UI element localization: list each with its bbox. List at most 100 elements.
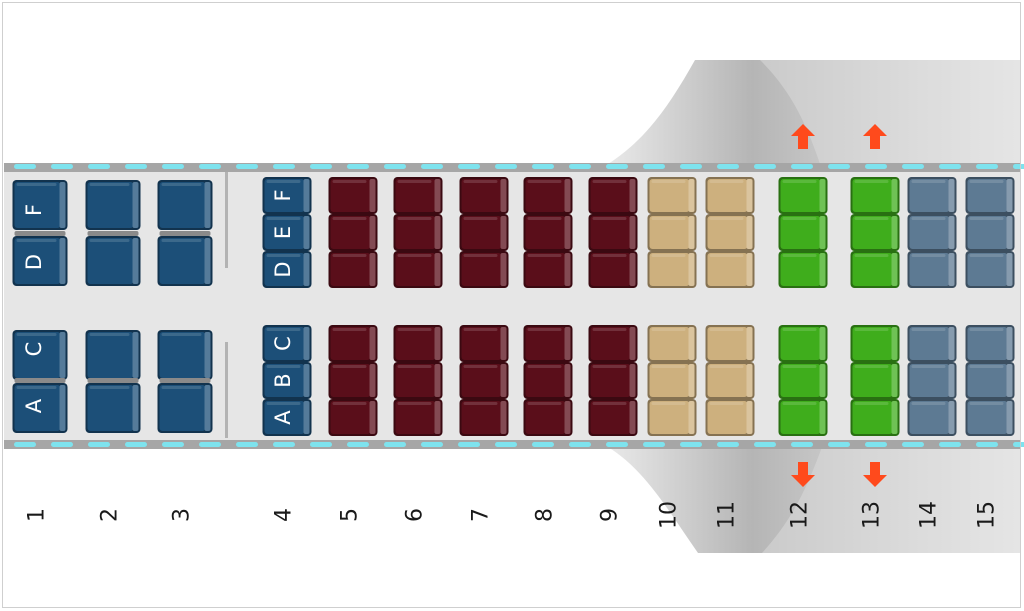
seat-1-C[interactable] <box>12 330 68 380</box>
seat-12-F[interactable] <box>778 177 828 214</box>
seat-15-C[interactable] <box>965 325 1015 362</box>
row-number-label: 15 <box>975 501 1000 529</box>
seat-7-E[interactable] <box>459 214 509 251</box>
seat-6-B[interactable] <box>393 362 443 399</box>
seat-2-C[interactable] <box>85 330 141 380</box>
seat-7-F[interactable] <box>459 177 509 214</box>
seat-7-D[interactable] <box>459 251 509 288</box>
seat-15-B[interactable] <box>965 362 1015 399</box>
armrest <box>87 378 139 383</box>
seat-15-A[interactable] <box>965 399 1015 436</box>
seat-10-E[interactable] <box>647 214 697 251</box>
seat-3-F[interactable] <box>157 180 213 230</box>
seat-10-F[interactable] <box>647 177 697 214</box>
seat-2-F[interactable] <box>85 180 141 230</box>
seat-12-B[interactable] <box>778 362 828 399</box>
seat-13-D[interactable] <box>850 251 900 288</box>
seat-6-F[interactable] <box>393 177 443 214</box>
seat-8-C[interactable] <box>523 325 573 362</box>
seat-5-E[interactable] <box>328 214 378 251</box>
seat-14-E[interactable] <box>907 214 957 251</box>
seat-9-B[interactable] <box>588 362 638 399</box>
seat-14-B[interactable] <box>907 362 957 399</box>
seat-7-B[interactable] <box>459 362 509 399</box>
seat-10-C[interactable] <box>647 325 697 362</box>
seat-7-A[interactable] <box>459 399 509 436</box>
seat-10-A[interactable] <box>647 399 697 436</box>
seat-1-F[interactable] <box>12 180 68 230</box>
seat-4-F[interactable] <box>262 177 312 214</box>
seat-7-C[interactable] <box>459 325 509 362</box>
seat-8-D[interactable] <box>523 251 573 288</box>
seat-11-C[interactable] <box>705 325 755 362</box>
seat-15-E[interactable] <box>965 214 1015 251</box>
seat-3-D[interactable] <box>157 236 213 286</box>
seat-9-A[interactable] <box>588 399 638 436</box>
seat-6-E[interactable] <box>393 214 443 251</box>
row-number-label: 3 <box>170 508 195 522</box>
seat-2-A[interactable] <box>85 383 141 433</box>
seat-11-F[interactable] <box>705 177 755 214</box>
seat-9-F[interactable] <box>588 177 638 214</box>
seat-1-A[interactable] <box>12 383 68 433</box>
seat-8-F[interactable] <box>523 177 573 214</box>
seat-4-A[interactable] <box>262 399 312 436</box>
seat-12-C[interactable] <box>778 325 828 362</box>
seat-11-D[interactable] <box>705 251 755 288</box>
exit-arrow-up-icon <box>791 124 815 149</box>
seat-5-A[interactable] <box>328 399 378 436</box>
exit-arrow-down-icon <box>863 462 887 487</box>
seat-letter-label: E <box>271 226 295 239</box>
seat-8-A[interactable] <box>523 399 573 436</box>
seat-13-B[interactable] <box>850 362 900 399</box>
seat-15-F[interactable] <box>965 177 1015 214</box>
seat-5-D[interactable] <box>328 251 378 288</box>
wing-top-flap <box>760 60 1020 164</box>
seat-12-E[interactable] <box>778 214 828 251</box>
seat-6-A[interactable] <box>393 399 443 436</box>
seat-4-E[interactable] <box>262 214 312 251</box>
row-number-label: 5 <box>338 508 363 522</box>
seat-4-C[interactable] <box>262 325 312 362</box>
seat-13-A[interactable] <box>850 399 900 436</box>
seat-3-C[interactable] <box>157 330 213 380</box>
seat-13-E[interactable] <box>850 214 900 251</box>
seat-4-B[interactable] <box>262 362 312 399</box>
seat-8-B[interactable] <box>523 362 573 399</box>
row-number-label: 8 <box>533 508 558 522</box>
seat-4-D[interactable] <box>262 251 312 288</box>
seat-13-C[interactable] <box>850 325 900 362</box>
seat-14-D[interactable] <box>907 251 957 288</box>
seat-14-C[interactable] <box>907 325 957 362</box>
seat-letter-label: A <box>22 398 46 413</box>
seat-11-B[interactable] <box>705 362 755 399</box>
seat-11-E[interactable] <box>705 214 755 251</box>
seat-10-D[interactable] <box>647 251 697 288</box>
seat-14-A[interactable] <box>907 399 957 436</box>
cabin-divider-top <box>225 172 228 268</box>
seat-2-D[interactable] <box>85 236 141 286</box>
row-number-label: 2 <box>98 508 123 522</box>
seat-1-D[interactable] <box>12 236 68 286</box>
seat-8-E[interactable] <box>523 214 573 251</box>
seat-5-C[interactable] <box>328 325 378 362</box>
seat-12-D[interactable] <box>778 251 828 288</box>
seat-14-F[interactable] <box>907 177 957 214</box>
row-number-label: 11 <box>715 501 740 529</box>
seat-3-A[interactable] <box>157 383 213 433</box>
seat-5-F[interactable] <box>328 177 378 214</box>
seat-6-D[interactable] <box>393 251 443 288</box>
seat-9-D[interactable] <box>588 251 638 288</box>
seat-10-B[interactable] <box>647 362 697 399</box>
seat-letter-label: C <box>271 336 295 351</box>
seat-letter-label: C <box>22 342 46 357</box>
seat-11-A[interactable] <box>705 399 755 436</box>
seat-15-D[interactable] <box>965 251 1015 288</box>
seat-13-F[interactable] <box>850 177 900 214</box>
seat-9-E[interactable] <box>588 214 638 251</box>
seat-letter-label: F <box>22 204 46 216</box>
seat-12-A[interactable] <box>778 399 828 436</box>
seat-9-C[interactable] <box>588 325 638 362</box>
seat-6-C[interactable] <box>393 325 443 362</box>
seat-5-B[interactable] <box>328 362 378 399</box>
